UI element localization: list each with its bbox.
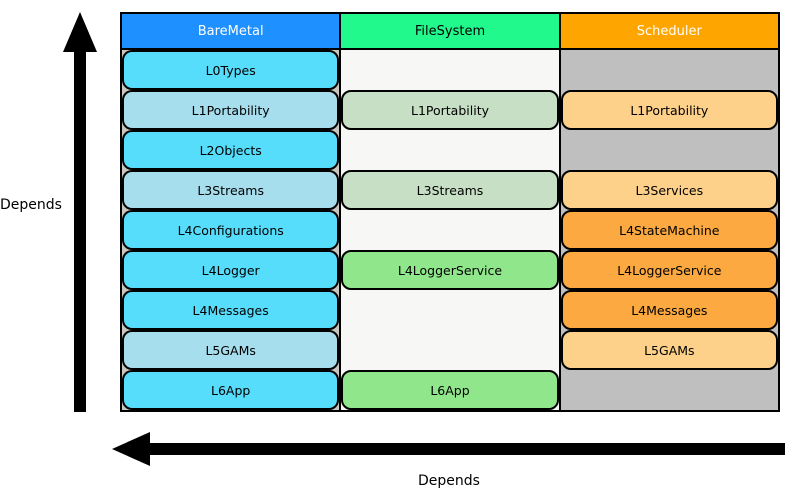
cell-r1-scheduler: L1Portability [560, 90, 778, 130]
cell-r8-baremetal: L6App [122, 370, 340, 410]
layer-box-l3services: L3Services [560, 170, 778, 210]
layer-box-l4messages: L4Messages [560, 290, 778, 330]
layer-box-l4configurations: L4Configurations [122, 210, 340, 250]
cell-r8-filesystem: L6App [341, 370, 559, 410]
cell-r7-baremetal: L5GAMs [122, 330, 340, 370]
cell-r2-filesystem [341, 130, 559, 170]
cell-r0-filesystem [341, 50, 559, 90]
cell-r7-filesystem [341, 330, 559, 370]
cell-r8-scheduler [560, 370, 778, 410]
cell-r6-filesystem [341, 290, 559, 330]
layer-box-l2objects: L2Objects [122, 130, 340, 170]
cell-r1-filesystem: L1Portability [341, 90, 559, 130]
depends-bottom-label: Depends [418, 473, 480, 489]
layer-box-l4logger: L4Logger [122, 250, 340, 290]
cell-r4-filesystem [341, 210, 559, 250]
layer-box-l4messages: L4Messages [122, 290, 340, 330]
layer-box-l1portability: L1Portability [560, 90, 778, 130]
cell-r5-filesystem: L4LoggerService [341, 250, 559, 290]
column-header-scheduler: Scheduler [560, 14, 778, 50]
depends-vertical-arrow-line [74, 50, 86, 412]
layer-box-l4loggerservice: L4LoggerService [560, 250, 778, 290]
cell-r7-scheduler: L5GAMs [560, 330, 778, 370]
cell-r6-baremetal: L4Messages [122, 290, 340, 330]
layer-box-l1portability: L1Portability [122, 90, 340, 130]
layer-box-l4statemachine: L4StateMachine [560, 210, 778, 250]
layer-box-l5gams: L5GAMs [560, 330, 778, 370]
cell-r5-scheduler: L4LoggerService [560, 250, 778, 290]
cell-r2-scheduler [560, 130, 778, 170]
cell-r1-baremetal: L1Portability [122, 90, 340, 130]
column-header-filesystem: FileSystem [341, 14, 559, 50]
layer-box-l5gams: L5GAMs [122, 330, 340, 370]
cell-r6-scheduler: L4Messages [560, 290, 778, 330]
column-header-baremetal: BareMetal [122, 14, 340, 50]
depends-left-label: Depends [0, 197, 62, 213]
cell-r4-baremetal: L4Configurations [122, 210, 340, 250]
cell-r4-scheduler: L4StateMachine [560, 210, 778, 250]
depends-vertical-arrow-head-icon [63, 12, 97, 52]
layer-box-l4loggerservice: L4LoggerService [341, 250, 559, 290]
depends-horizontal-arrow-head-icon [112, 432, 150, 466]
cell-r3-filesystem: L3Streams [341, 170, 559, 210]
layer-box-l6app: L6App [122, 370, 340, 410]
layer-box-l6app: L6App [341, 370, 559, 410]
cell-r3-scheduler: L3Services [560, 170, 778, 210]
cell-r5-baremetal: L4Logger [122, 250, 340, 290]
layer-box-l1portability: L1Portability [341, 90, 559, 130]
cell-r2-baremetal: L2Objects [122, 130, 340, 170]
layer-box-l3streams: L3Streams [341, 170, 559, 210]
cell-r0-scheduler [560, 50, 778, 90]
cell-r0-baremetal: L0Types [122, 50, 340, 90]
layer-box-l0types: L0Types [122, 50, 340, 90]
layer-box-l3streams: L3Streams [122, 170, 340, 210]
cell-r3-baremetal: L3Streams [122, 170, 340, 210]
depends-horizontal-arrow-line [146, 443, 785, 455]
